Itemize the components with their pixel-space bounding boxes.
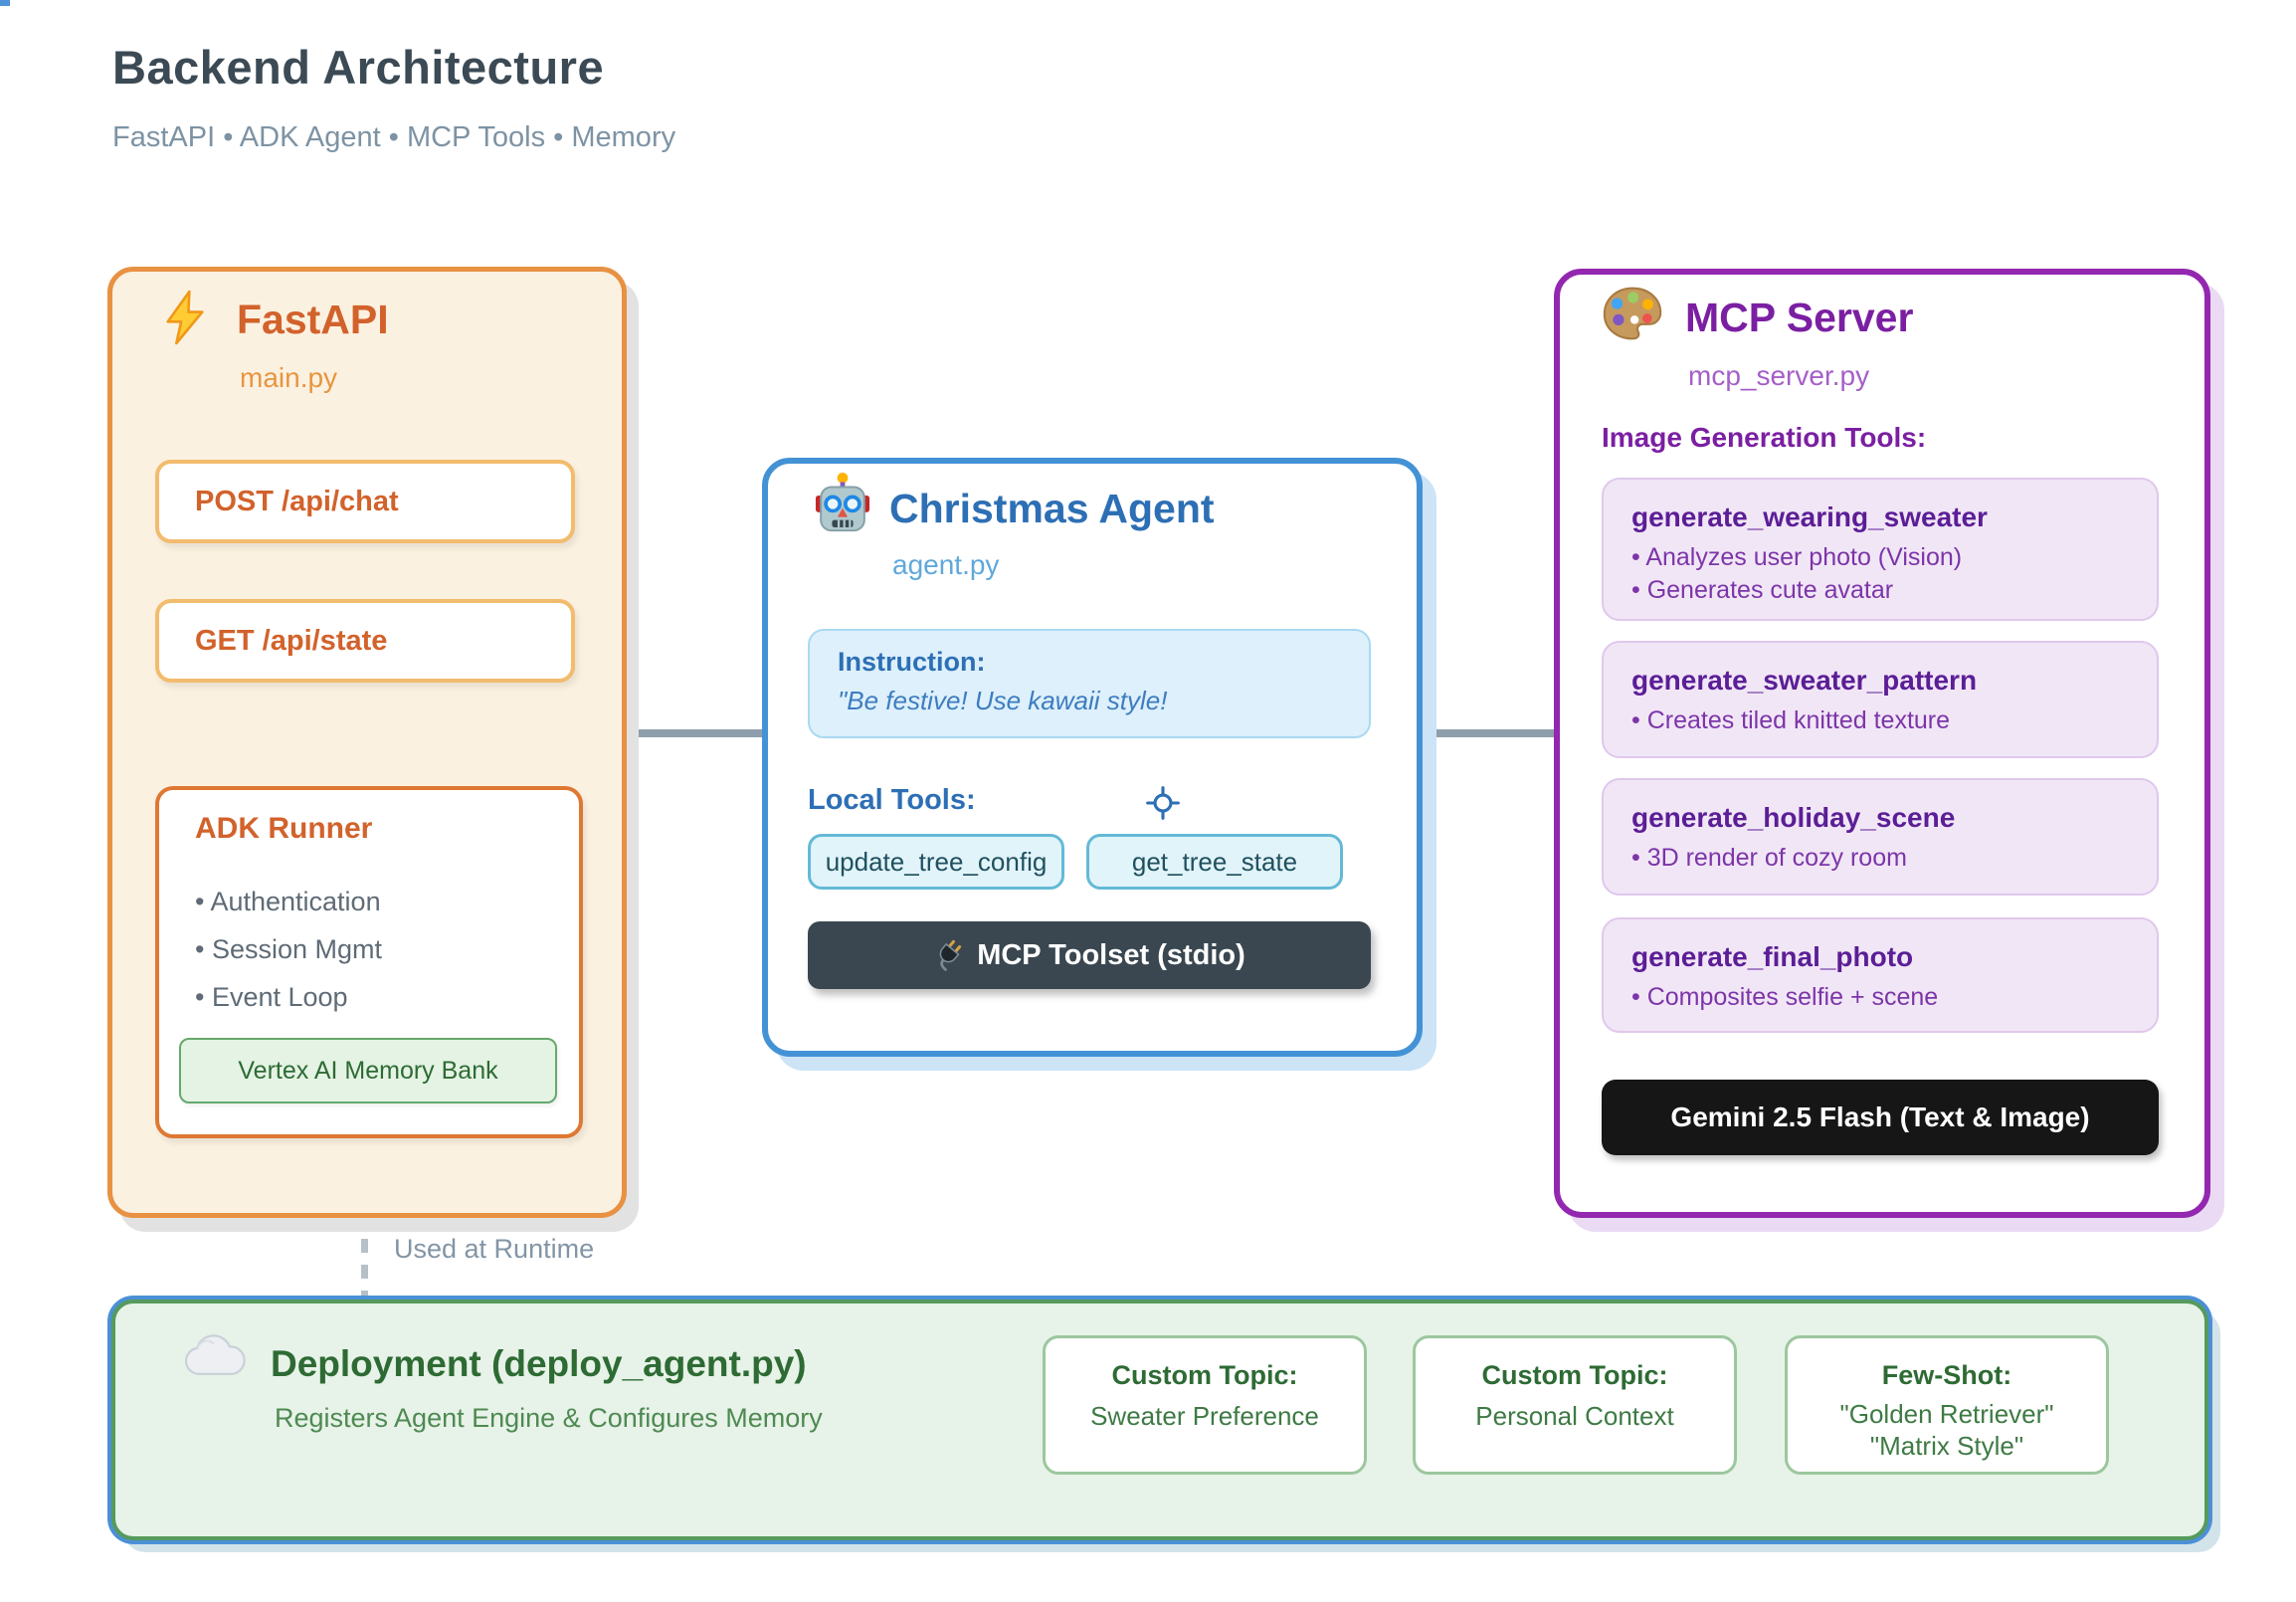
deploy-card-value: "Matrix Style" bbox=[1869, 1431, 2024, 1461]
tool-bullet: Creates tiled knitted texture bbox=[1631, 704, 2129, 737]
tool-card-generate-sweater-pattern: generate_sweater_pattern Creates tiled k… bbox=[1602, 641, 2159, 758]
gemini-model-bar: Gemini 2.5 Flash (Text & Image) bbox=[1602, 1080, 2159, 1155]
plug-icon bbox=[939, 939, 962, 971]
deploy-card-personal-context: Custom Topic: Personal Context bbox=[1413, 1335, 1737, 1475]
local-tool-update-tree-config: update_tree_config bbox=[808, 834, 1064, 890]
tool-name: generate_sweater_pattern bbox=[1631, 665, 1978, 696]
robot-icon bbox=[815, 472, 870, 532]
adk-item-event-loop: Event Loop bbox=[195, 973, 382, 1021]
tool-card-generate-holiday-scene: generate_holiday_scene 3D render of cozy… bbox=[1602, 778, 2159, 896]
deploy-card-label: Few-Shot: bbox=[1881, 1360, 2012, 1390]
tool-bullet: Analyzes user photo (Vision) bbox=[1631, 541, 2129, 574]
connector-agent-mcp bbox=[1411, 729, 1558, 737]
instruction-text: "Be festive! Use kawaii style! bbox=[838, 686, 1168, 715]
deploy-card-value: "Golden Retriever" bbox=[1839, 1399, 2054, 1429]
adk-runner-title: ADK Runner bbox=[195, 812, 373, 845]
tool-name: generate_holiday_scene bbox=[1631, 802, 1956, 833]
fastapi-title: FastAPI bbox=[237, 297, 389, 342]
deploy-card-sweater-preference: Custom Topic: Sweater Preference bbox=[1043, 1335, 1367, 1475]
tool-bullet: Composites selfie + scene bbox=[1631, 981, 2129, 1014]
connector-fastapi-agent bbox=[617, 729, 766, 737]
agent-title: Christmas Agent bbox=[889, 486, 1215, 531]
mcp-title: MCP Server bbox=[1685, 295, 1914, 340]
tool-name: generate_wearing_sweater bbox=[1631, 501, 1988, 532]
tool-bullets: 3D render of cozy room bbox=[1631, 842, 2129, 875]
adk-runner-list: Authentication Session Mgmt Event Loop bbox=[195, 878, 382, 1021]
tool-bullets: Analyzes user photo (Vision) Generates c… bbox=[1631, 541, 2129, 607]
instruction-label: Instruction: bbox=[838, 647, 986, 677]
mcp-toolset-label: MCP Toolset (stdio) bbox=[977, 938, 1245, 971]
endpoint-post-api-chat: POST /api/chat bbox=[155, 460, 575, 543]
tool-bullet: Generates cute avatar bbox=[1631, 574, 2129, 607]
page-subtitle: FastAPI • ADK Agent • MCP Tools • Memory bbox=[112, 121, 676, 153]
vertex-memory-bank-chip: Vertex AI Memory Bank bbox=[179, 1038, 557, 1103]
mcp-file: mcp_server.py bbox=[1688, 360, 1870, 391]
runtime-dashed-line bbox=[361, 1213, 368, 1297]
local-tools-label: Local Tools: bbox=[808, 784, 976, 816]
deployment-subtitle: Registers Agent Engine & Configures Memo… bbox=[275, 1403, 823, 1433]
tool-card-generate-wearing-sweater: generate_wearing_sweater Analyzes user p… bbox=[1602, 478, 2159, 621]
runtime-label: Used at Runtime bbox=[394, 1234, 595, 1264]
cloud-icon bbox=[184, 1334, 246, 1375]
endpoint-get-api-state: GET /api/state bbox=[155, 599, 575, 683]
deploy-card-few-shot: Few-Shot: "Golden Retriever" "Matrix Sty… bbox=[1785, 1335, 2109, 1475]
local-tool-get-tree-state: get_tree_state bbox=[1086, 834, 1343, 890]
corner-artifact bbox=[0, 0, 10, 6]
palette-icon bbox=[1603, 287, 1662, 340]
instruction-card: Instruction: "Be festive! Use kawaii sty… bbox=[808, 629, 1371, 738]
crosshair-icon bbox=[1146, 786, 1180, 820]
mcp-section-label: Image Generation Tools: bbox=[1602, 422, 1927, 453]
page-title: Backend Architecture bbox=[112, 41, 605, 94]
adk-item-authentication: Authentication bbox=[195, 878, 382, 925]
deployment-title: Deployment (deploy_agent.py) bbox=[271, 1343, 807, 1384]
tool-card-generate-final-photo: generate_final_photo Composites selfie +… bbox=[1602, 917, 2159, 1033]
lightning-icon bbox=[166, 290, 204, 345]
adk-item-session-mgmt: Session Mgmt bbox=[195, 925, 382, 973]
deploy-card-value: Sweater Preference bbox=[1090, 1401, 1319, 1431]
tool-bullets: Composites selfie + scene bbox=[1631, 981, 2129, 1014]
deploy-card-label: Custom Topic: bbox=[1481, 1360, 1668, 1390]
tool-bullets: Creates tiled knitted texture bbox=[1631, 704, 2129, 737]
mcp-toolset-bar: MCP Toolset (stdio) bbox=[808, 921, 1371, 989]
deploy-card-label: Custom Topic: bbox=[1111, 1360, 1298, 1390]
agent-file: agent.py bbox=[892, 549, 1000, 580]
tool-bullet: 3D render of cozy room bbox=[1631, 842, 2129, 875]
deploy-card-value: Personal Context bbox=[1475, 1401, 1674, 1431]
fastapi-file: main.py bbox=[240, 362, 338, 393]
tool-name: generate_final_photo bbox=[1631, 941, 1914, 972]
